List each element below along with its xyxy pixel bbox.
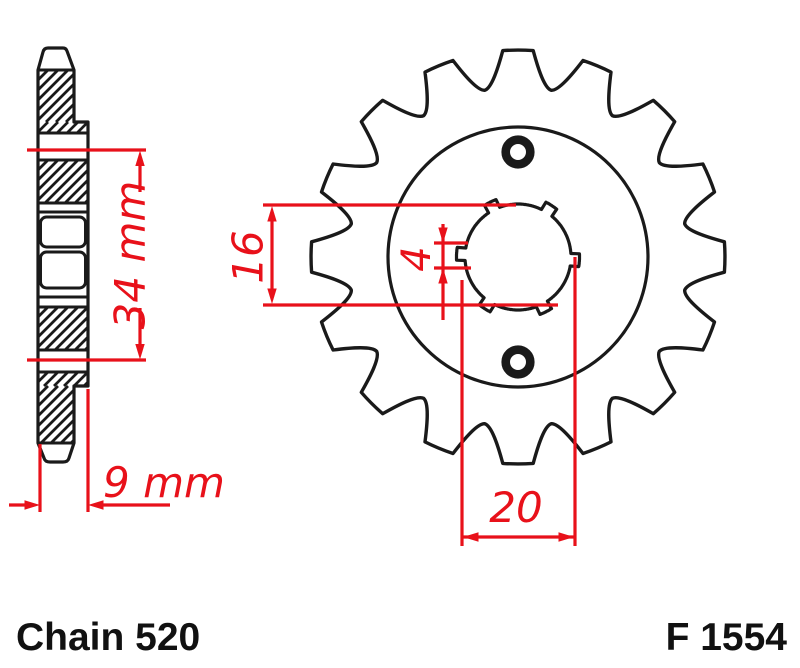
hatch-line: [76, 121, 89, 134]
hatch-line: [55, 103, 75, 123]
chain-size-label: Chain 520: [16, 616, 200, 659]
bore-block: [39, 250, 87, 290]
hatch-line: [37, 69, 49, 81]
hatch-line: [64, 179, 89, 204]
hatch-line: [37, 306, 49, 318]
hatch-line: [37, 121, 49, 133]
dimension-arrowhead: [438, 227, 448, 243]
side-view-outline: [36, 46, 90, 464]
hatch-line: [37, 69, 59, 91]
dimension-label-9mm: 9 mm: [103, 458, 225, 507]
hatch-line: [74, 336, 89, 351]
hatch-line: [37, 306, 59, 328]
dimension-arrowhead: [24, 500, 40, 510]
dimension-lines: [9, 148, 577, 546]
hatch-line: [44, 306, 89, 351]
sprocket-front-view: [309, 48, 727, 466]
hatch-line: [64, 326, 89, 351]
sprocket-side-view: [36, 46, 90, 464]
hatch-line: [43, 371, 59, 387]
hatch-line: [37, 399, 75, 437]
hatch-line: [73, 371, 89, 387]
hatch-line: [54, 316, 89, 351]
dimension-arrowhead: [135, 344, 145, 360]
dimension-arrowhead: [267, 206, 277, 222]
dimension-arrowhead: [135, 150, 145, 166]
dimension-arrowhead: [558, 532, 574, 542]
bolt-hole: [501, 345, 535, 379]
dimension-arrowhead: [463, 532, 479, 542]
hatch-line: [37, 159, 49, 171]
hatch-line: [63, 371, 79, 387]
hatch-line: [37, 159, 79, 201]
hatch-line: [44, 159, 89, 204]
hatch-line: [54, 169, 89, 204]
hatch-line: [56, 121, 69, 134]
spline-bore: [454, 198, 582, 316]
bolt-hole: [501, 135, 535, 169]
hatch-line: [53, 371, 69, 387]
sprocket-inner-circle: [386, 125, 650, 389]
hatch-line: [37, 306, 79, 348]
hatch-line: [37, 73, 75, 111]
dimension-label-20: 20: [489, 483, 542, 532]
hatch-line: [37, 306, 69, 338]
hatch-line: [60, 429, 75, 444]
hatch-line: [37, 389, 75, 427]
hatch-line: [66, 121, 79, 134]
hatch-line: [37, 69, 69, 101]
hatch-line: [46, 121, 59, 134]
hatch-line: [37, 385, 59, 407]
hatch-line: [37, 371, 49, 383]
hatch-line: [37, 385, 49, 397]
hatch-line: [74, 189, 89, 204]
dimension-arrowhead: [88, 500, 104, 510]
dimension-arrowhead: [267, 288, 277, 304]
hatch-line: [37, 159, 59, 181]
dimension-label-34mm: 34 mm: [106, 181, 155, 330]
dimension-label-4: 4: [394, 246, 440, 271]
hatch-line: [40, 409, 75, 444]
hatch-line: [37, 83, 75, 121]
dimension-arrowhead: [438, 268, 448, 284]
hatch-line: [37, 159, 69, 191]
hatch-line: [37, 385, 69, 417]
dimension-label-16: 16: [224, 230, 273, 283]
bore-block: [39, 215, 87, 249]
hatch-line: [50, 419, 75, 444]
hatch-line: [45, 93, 75, 123]
part-number-label: F 1554: [666, 616, 788, 659]
